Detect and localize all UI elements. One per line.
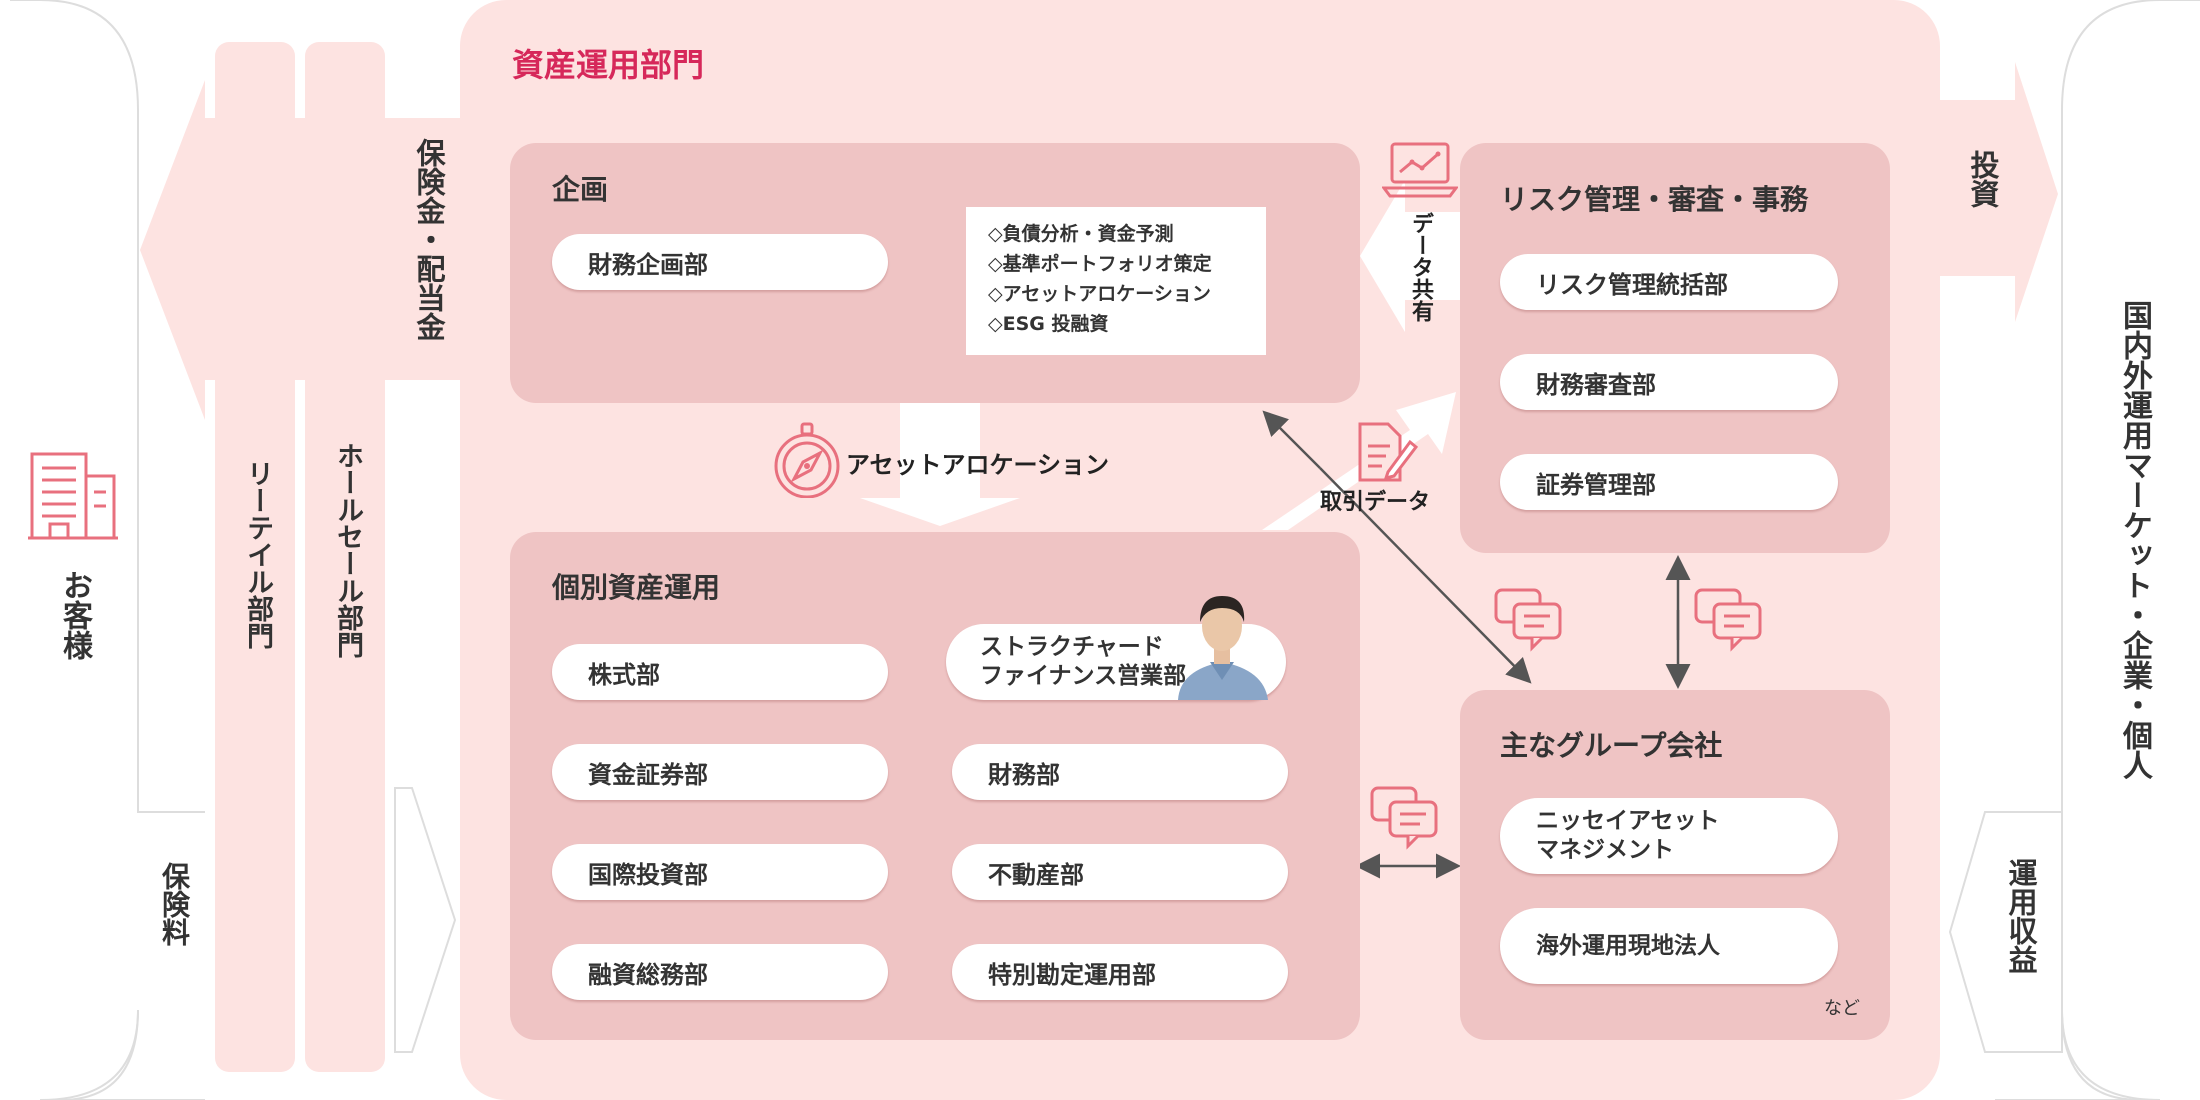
group-company-label: ニッセイアセット マネジメント	[1536, 808, 1720, 863]
group-company: 海外運用現地法人	[1500, 908, 1838, 984]
individual-dept-left: 株式部	[552, 644, 888, 700]
group-note: など	[1824, 998, 1860, 1019]
individual-dept-right: 特別勘定運用部	[952, 944, 1288, 1000]
division-title: 資産運用部門	[512, 46, 705, 84]
premium-label: 保険料	[158, 862, 191, 946]
customer-label: お客様	[57, 570, 92, 660]
individual-title: 個別資産運用	[552, 571, 721, 604]
individual-dept-right: 不動産部	[952, 844, 1288, 900]
individual-dept-left: 融資総務部	[552, 944, 888, 1000]
wholesale-division-label: ホールセール部門	[332, 442, 363, 658]
individual-dept-right: 財務部	[952, 744, 1288, 800]
trade-data-label: 取引データ	[1320, 490, 1431, 515]
risk-dept: リスク管理統括部	[1500, 254, 1838, 310]
data-share-label: データ共有	[1408, 212, 1433, 322]
planning-note: ◇アセットアロケーション	[988, 283, 1211, 305]
planning-note: ◇基準ポートフォリオ策定	[988, 253, 1212, 275]
planning-title: 企画	[552, 173, 609, 206]
laptop-chart-icon	[1381, 140, 1459, 204]
chat-bubbles-icon	[1492, 582, 1566, 656]
group-company: ニッセイアセット マネジメント	[1500, 798, 1838, 874]
group-title: 主なグループ会社	[1500, 729, 1723, 762]
customer-building-icon	[26, 450, 120, 548]
payout-label: 保険金・配当金	[412, 138, 446, 341]
retail-division-label: リーテイル部門	[242, 460, 273, 649]
compass-icon	[772, 422, 842, 502]
risk-dept: 財務審査部	[1500, 354, 1838, 410]
planning-notes: ◇負債分析・資金予測 ◇基準ポートフォリオ策定 ◇アセットアロケーション ◇ES…	[966, 207, 1266, 355]
risk-dept: 証券管理部	[1500, 454, 1838, 510]
planning-note: ◇負債分析・資金予測	[988, 223, 1174, 245]
staff-photo	[1170, 578, 1274, 700]
individual-dept-left: 資金証券部	[552, 744, 888, 800]
individual-dept-left: 国際投資部	[552, 844, 888, 900]
risk-title: リスク管理・審査・事務	[1500, 183, 1809, 216]
chat-bubbles-icon	[1692, 582, 1766, 656]
allocation-label: アセットアロケーション	[846, 451, 1110, 479]
chat-bubbles-icon	[1368, 780, 1442, 854]
invest-label: 投資	[1966, 150, 2000, 208]
returns-label: 運用収益	[2004, 858, 2038, 974]
planning-note: ◇ESG 投融資	[988, 313, 1109, 335]
planning-dept: 財務企画部	[552, 234, 888, 290]
featured-dept-label: ストラクチャード ファイナンス営業部	[980, 634, 1187, 689]
market-label: 国内外運用マーケット・企業・個人	[2117, 300, 2152, 780]
document-pen-icon	[1352, 420, 1419, 490]
